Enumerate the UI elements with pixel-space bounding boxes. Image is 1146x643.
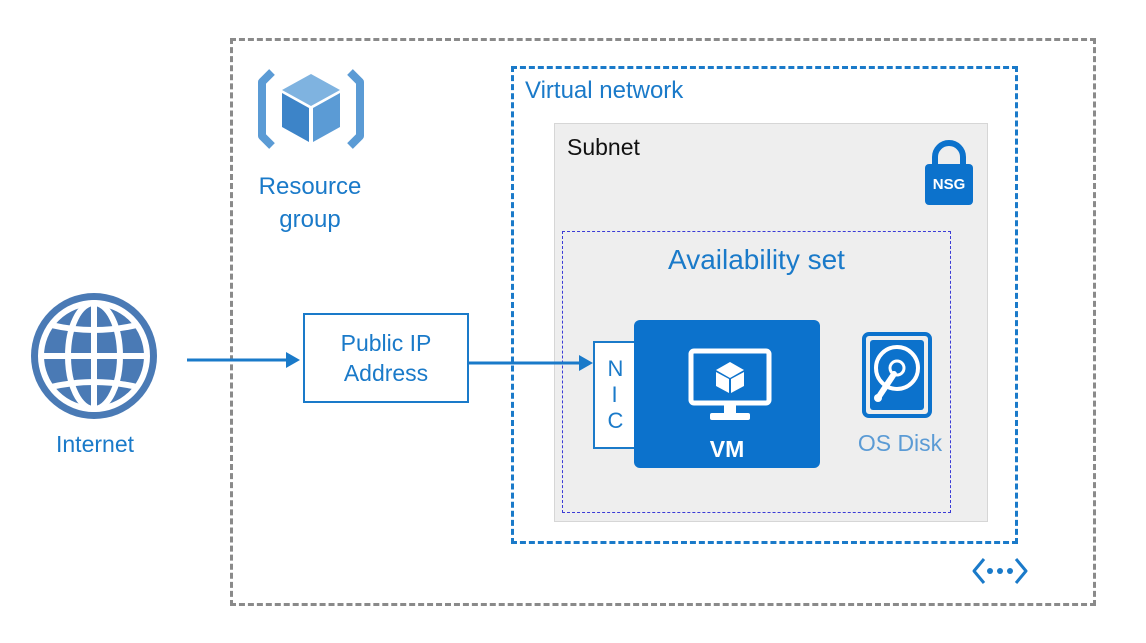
virtual-network-icon [972,558,1028,584]
subnet-label: Subnet [567,134,640,160]
vm-box [634,320,820,468]
vm-label: VM [709,436,745,462]
monitor-icon [688,348,772,420]
nic-box: NIC [593,341,636,449]
virtual-network-label: Virtual network [525,77,684,104]
os-disk-label: OS Disk [857,430,943,456]
resource-group-cube-icon [258,69,364,149]
resource-group-label: Resource group [258,173,362,233]
availability-set-boundary [562,231,951,513]
nic-label: NIC [607,356,624,433]
resource-group-boundary [230,38,1096,606]
availability-set-label: Availability set [668,244,845,275]
virtual-network-boundary [511,66,1018,544]
public-ip-label: Public IP Address [340,330,432,386]
internet-label: Internet [56,431,134,457]
globe-icon [31,293,157,419]
lock-icon [925,140,973,205]
hard-disk-icon [862,332,932,418]
nsg-label: NSG [932,176,966,193]
public-ip-address-box: Public IP Address [303,313,469,403]
